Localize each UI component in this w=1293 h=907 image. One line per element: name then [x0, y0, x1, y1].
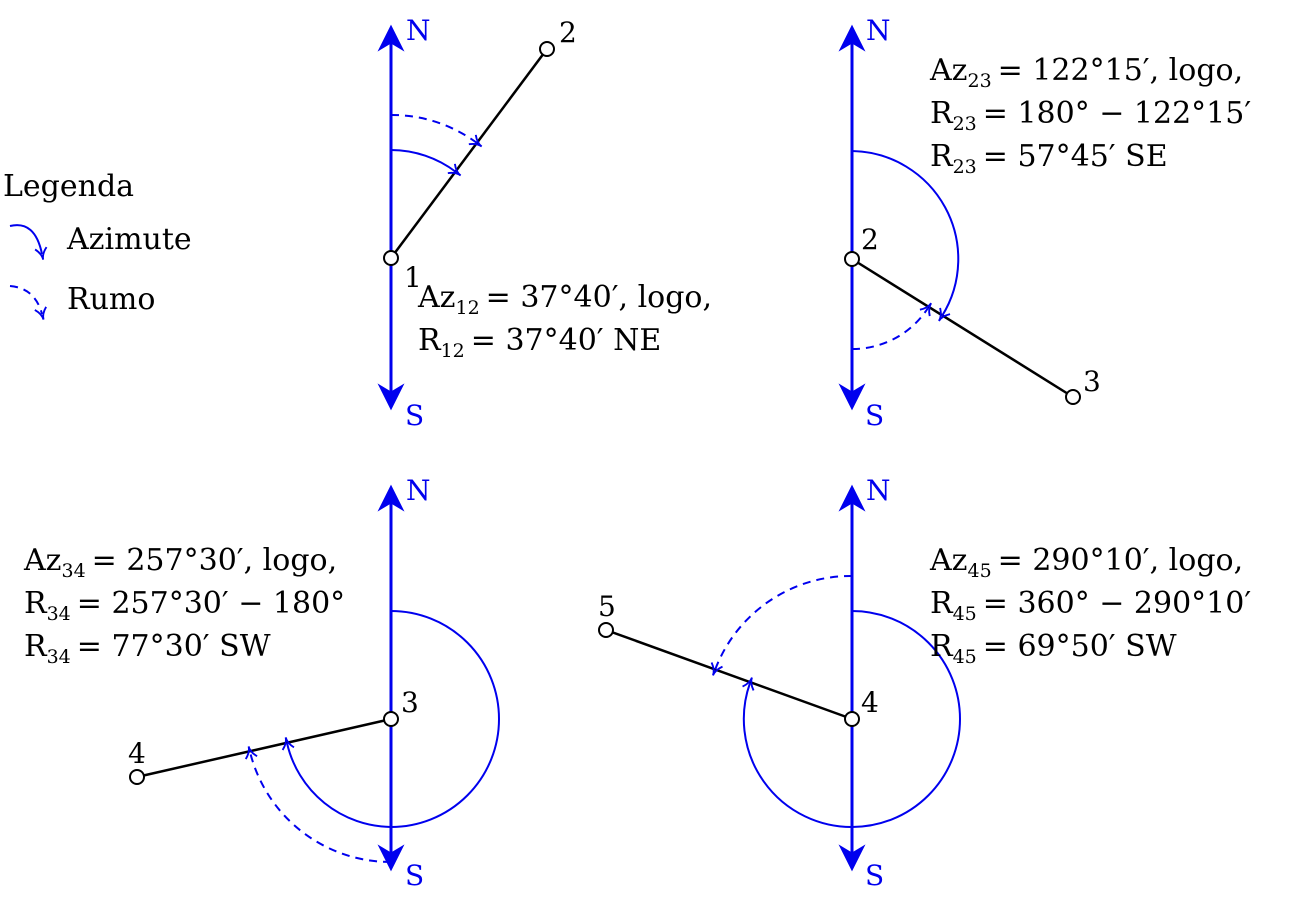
station-to-label: 5 [598, 590, 616, 623]
azimuth-arc [742, 610, 961, 829]
legend-bearing-label: Rumo [67, 282, 155, 317]
azimuth-statement: Az45= 290°10′, logo, [929, 543, 1243, 582]
station-2-point [539, 41, 555, 57]
station-from-label: 2 [861, 223, 879, 256]
station-from-label: 4 [861, 686, 879, 719]
station-3-point [383, 711, 399, 727]
south-label: S [865, 399, 884, 432]
south-label: S [405, 399, 424, 432]
station-2-point [844, 251, 860, 267]
panel-4-5: N S 4 5 Az45= 290°10′, logo, R45= 360° −… [598, 474, 1251, 892]
station-from-label: 1 [404, 261, 422, 294]
panel-2-3: N S 2 3 Az23= 122°15′, logo, R23= 180° −… [838, 14, 1251, 432]
legend-azimuth-label: Azimute [66, 222, 192, 257]
station-4-point [129, 769, 145, 785]
legend-bearing-arc-icon [9, 285, 47, 320]
bearing-formula: R34= 257°30′ − 180° [24, 586, 345, 625]
station-3-point [1065, 389, 1081, 405]
station-to-label: 2 [559, 16, 577, 49]
panel-3-4: N S 3 4 Az34= 257°30′, logo, R34= 257°30… [23, 474, 500, 892]
station-to-label: 3 [1083, 365, 1101, 398]
south-label: S [405, 859, 424, 892]
traverse-line [605, 628, 853, 721]
station-1-point [383, 250, 399, 266]
azimuth-statement: Az23= 122°15′, logo, [929, 53, 1243, 92]
station-5-point [598, 622, 614, 638]
bearing-result: R45= 69°50′ SW [930, 629, 1177, 668]
azimuth-arc [851, 150, 960, 322]
bearing-result: R12= 37°40′ NE [418, 323, 661, 362]
panel-1-2: N S 1 2 Az12= 37°40′, logo, R12= 37°40′ … [377, 14, 712, 432]
legend-title: Legenda [3, 169, 134, 204]
traverse-line [136, 717, 392, 779]
south-label: S [865, 859, 884, 892]
legend: Legenda Azimute Rumo [3, 169, 192, 320]
bearing-arc [851, 302, 932, 351]
bearing-arc [390, 113, 483, 148]
station-from-label: 3 [401, 686, 419, 719]
north-label: N [406, 14, 431, 47]
bearing-arc [244, 746, 392, 864]
bearing-formula: R23= 180° − 122°15′ [930, 96, 1251, 135]
traverse-line [389, 48, 549, 259]
bearing-result: R34= 77°30′ SW [24, 629, 271, 668]
azimuth-statement: Az12= 37°40′, logo, [417, 280, 712, 319]
bearing-result: R23= 57°45′ SE [930, 139, 1168, 178]
north-label: N [866, 474, 891, 507]
azimuth-arc [390, 149, 462, 177]
station-to-label: 4 [128, 737, 146, 770]
north-label: N [866, 14, 891, 47]
azimuth-arc [281, 610, 500, 829]
bearing-arc [710, 574, 853, 676]
legend-azimuth-arc-icon [9, 224, 48, 260]
north-label: N [406, 474, 431, 507]
azimuth-statement: Az34= 257°30′, logo, [23, 543, 337, 582]
traverse-line [851, 257, 1074, 399]
station-4-point [844, 711, 860, 727]
bearing-formula: R45= 360° − 290°10′ [930, 586, 1251, 625]
